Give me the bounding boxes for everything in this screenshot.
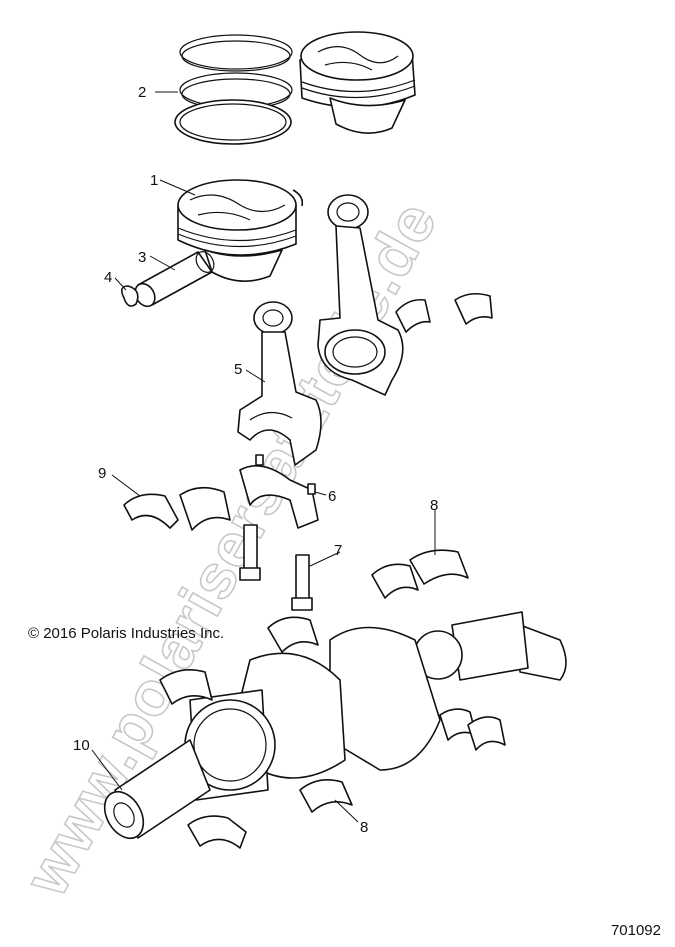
callout-8b: 8 bbox=[360, 819, 368, 836]
connecting-rod bbox=[237, 301, 322, 466]
callouts: 1 2 3 4 5 6 7 8 8 9 10 bbox=[73, 84, 438, 836]
piston-rings bbox=[174, 34, 293, 145]
callout-5: 5 bbox=[234, 361, 242, 378]
leader-lines bbox=[91, 91, 436, 823]
callout-4: 4 bbox=[104, 269, 112, 286]
main-bearing-shells-upper bbox=[267, 549, 469, 653]
connecting-rod-assembled bbox=[317, 194, 404, 396]
piston bbox=[177, 179, 304, 282]
callout-3: 3 bbox=[138, 249, 146, 266]
callout-9: 9 bbox=[98, 465, 106, 482]
crankshaft bbox=[103, 611, 567, 840]
rod-bearing-shells-upper bbox=[395, 292, 493, 333]
rod-bolts bbox=[239, 524, 313, 611]
wrist-pin bbox=[134, 251, 215, 308]
bearing-shells-rod bbox=[123, 486, 231, 531]
callout-2: 2 bbox=[138, 84, 146, 101]
callout-10: 10 bbox=[73, 737, 90, 754]
rod-cap bbox=[239, 454, 319, 529]
callout-7: 7 bbox=[334, 542, 342, 559]
piston-upper bbox=[299, 31, 416, 134]
circlip bbox=[120, 285, 139, 307]
document-number: 701092 bbox=[610, 922, 661, 939]
watermark-text: www.polarisersatzteile.de bbox=[11, 190, 450, 907]
callout-8a: 8 bbox=[430, 497, 438, 514]
main-bearing-shells-lower bbox=[159, 669, 506, 849]
callout-6: 6 bbox=[328, 488, 336, 505]
copyright-notice: © 2016 Polaris Industries Inc. bbox=[28, 625, 225, 642]
callout-1: 1 bbox=[150, 172, 158, 189]
